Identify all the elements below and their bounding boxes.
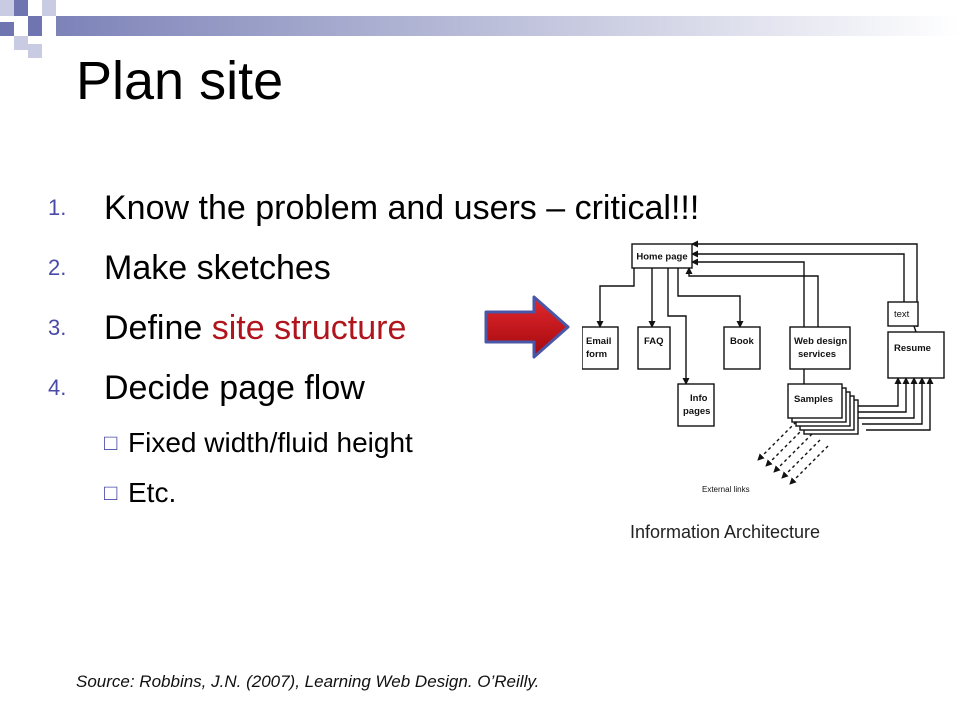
link-samples-resume-5 <box>866 377 934 431</box>
node-resume-label: Resume <box>894 343 931 354</box>
node-text-label: text <box>894 309 910 320</box>
external-link <box>789 445 829 485</box>
link-text-home <box>691 250 905 302</box>
external-link <box>765 427 805 467</box>
node-webdesign-box <box>789 326 851 370</box>
sub-bullet-item-2: □ Etc. <box>48 468 568 518</box>
right-arrow-icon <box>484 295 570 359</box>
node-info-label: Info <box>690 393 708 404</box>
node-info-label: pages <box>683 406 710 417</box>
node-info-box <box>677 383 715 427</box>
square-bullet-icon: □ <box>104 430 118 455</box>
external-links-label: External links <box>702 485 750 494</box>
diagram-caption: Information Architecture <box>629 522 821 542</box>
bullet-item-1: 1. Know the problem and users – critical… <box>48 178 699 238</box>
link-resume-home <box>691 240 918 327</box>
square-bullet-icon: □ <box>104 480 118 505</box>
node-webdesign-label: Web design <box>794 336 847 347</box>
banner-square <box>0 0 14 16</box>
bullet-item-4: 4. Decide page flow <box>48 358 568 418</box>
slide-title: Plan site <box>76 51 284 111</box>
link-home-email <box>596 268 635 328</box>
banner-square <box>28 44 42 58</box>
link-home-info <box>667 268 690 385</box>
bullet-number: 3. <box>48 315 67 340</box>
node-email-label: form <box>586 349 607 360</box>
node-faq-box <box>637 326 671 370</box>
node-samples-box <box>787 383 843 419</box>
node-samples-label: Samples <box>794 394 833 405</box>
bullet-text: Know the problem and users – critical!!! <box>104 189 700 227</box>
bullet-number: 1. <box>48 195 67 220</box>
node-book-label: Book <box>730 336 754 347</box>
banner-square <box>28 16 42 36</box>
node-faq-label: FAQ <box>644 336 664 347</box>
bullet-number: 4. <box>48 375 67 400</box>
bullet-number: 2. <box>48 255 67 280</box>
banner-square <box>14 0 28 16</box>
external-link <box>781 439 821 479</box>
node-resume-box <box>887 331 945 379</box>
bullet-item-3: 3. Define site structure <box>48 298 568 358</box>
node-home-label: Home page <box>636 252 687 263</box>
banner-square <box>14 36 28 50</box>
link-webdesign-home <box>685 267 819 327</box>
node-webdesign-label: services <box>798 349 836 360</box>
banner-square <box>42 0 56 16</box>
link-text-resume <box>913 325 917 333</box>
node-text-box <box>887 301 919 327</box>
link-samples-resume-3 <box>858 377 918 419</box>
bullet-text: Make sketches <box>104 249 331 287</box>
bullet-text: Decide page flow <box>104 369 365 407</box>
link-samples-resume-4 <box>862 377 926 425</box>
node-email-label: Email <box>586 336 611 347</box>
bullet-item-2: 2. Make sketches <box>48 238 568 298</box>
banner-bar <box>56 16 960 36</box>
information-architecture-diagram: Home page Email form FAQ Book Web design… <box>582 240 945 494</box>
external-link <box>757 421 797 461</box>
bullet-text: Define <box>104 309 212 347</box>
link-home-book <box>677 268 744 328</box>
link-samples-resume-2 <box>854 377 910 413</box>
bullet-highlight: site structure <box>211 309 407 347</box>
source-citation: Source: Robbins, J.N. (2007), Learning W… <box>76 672 540 691</box>
sub-bullet-item-1: □ Fixed width/fluid height <box>48 418 568 468</box>
node-email-box <box>582 326 619 370</box>
bullet-list: 1. Know the problem and users – critical… <box>48 178 699 518</box>
node-home-box <box>631 243 693 269</box>
node-book-box <box>723 326 761 370</box>
sub-bullet-text: Etc. <box>128 477 177 508</box>
link-samples-resume-1 <box>850 377 902 407</box>
banner-square <box>0 22 14 36</box>
title-banner <box>0 0 960 58</box>
external-link <box>773 433 813 473</box>
sub-bullet-text: Fixed width/fluid height <box>128 427 413 458</box>
